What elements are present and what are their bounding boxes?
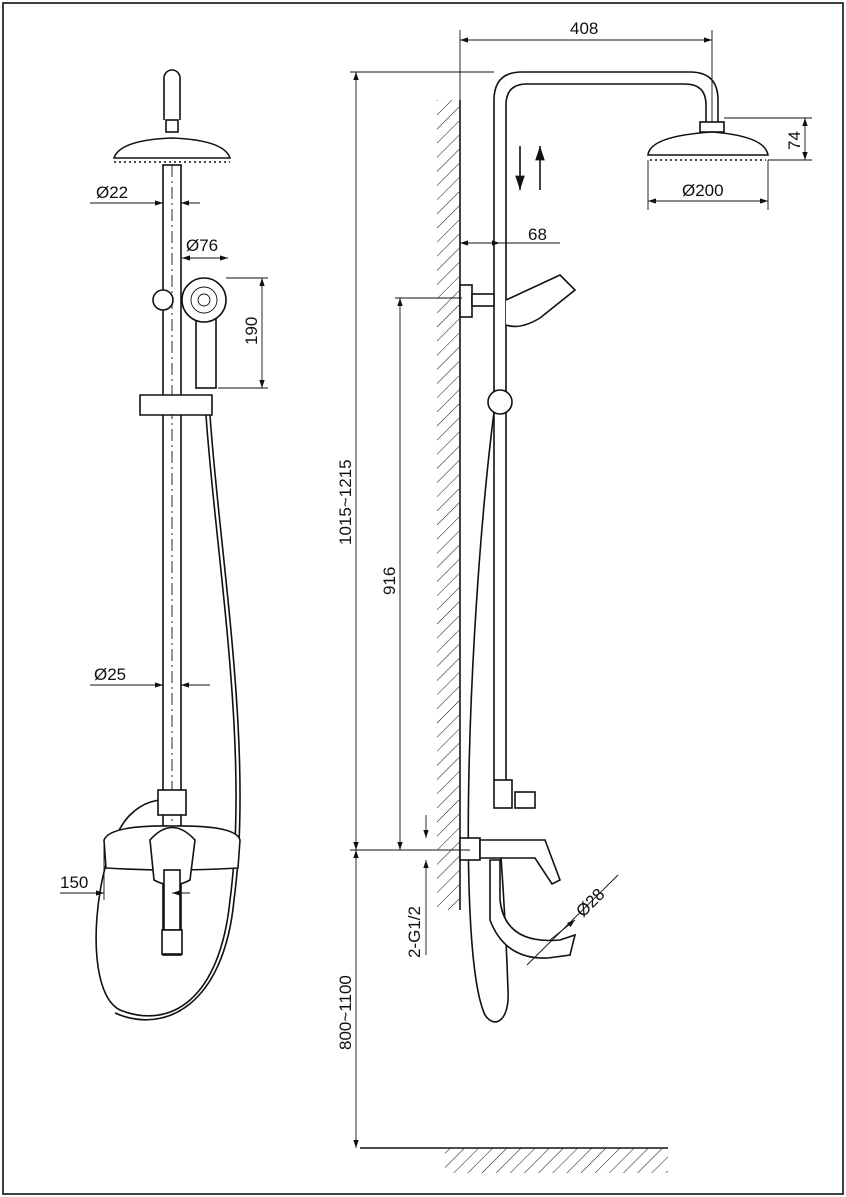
rain-head-front bbox=[112, 137, 232, 159]
dim-total-height: 1015~1215 bbox=[336, 459, 355, 545]
mixer-handle-front bbox=[149, 826, 196, 886]
hand-shower-head bbox=[181, 277, 227, 323]
hand-shower-side bbox=[505, 274, 577, 328]
dim-mount-height: 800~1100 bbox=[336, 975, 355, 1050]
diverter-side bbox=[493, 779, 513, 809]
slider-side bbox=[487, 389, 513, 415]
wall-flange bbox=[459, 837, 481, 861]
mixer-side bbox=[479, 839, 562, 886]
side-view: 408 74 Ø200 68 1015~1215 800~1100 916 2-… bbox=[336, 19, 812, 1173]
front-view: Ø22 Ø76 190 Ø25 150 bbox=[60, 69, 268, 1021]
diverter-front bbox=[157, 789, 187, 816]
dim-arm-reach: 408 bbox=[570, 19, 598, 38]
slider-bracket bbox=[139, 394, 213, 416]
dim-head-diameter: Ø200 bbox=[682, 181, 724, 200]
hose-side bbox=[467, 411, 509, 1023]
wall-bracket-side bbox=[459, 284, 473, 318]
dim-wall-offset: 68 bbox=[528, 225, 547, 244]
top-pipe-stub bbox=[163, 69, 181, 120]
wall-bracket-front bbox=[152, 289, 174, 311]
shower-arm-outer bbox=[493, 71, 719, 780]
dim-hand-shower-length: 190 bbox=[242, 317, 261, 345]
hose-front bbox=[95, 414, 237, 1017]
wall-hatch bbox=[437, 100, 459, 910]
dim-pipe-bottom-diameter: Ø25 bbox=[94, 665, 126, 684]
dim-pipe-top-diameter: Ø22 bbox=[96, 183, 128, 202]
dim-mixer-offset: 150 bbox=[60, 873, 88, 892]
head-connector bbox=[165, 119, 179, 133]
dim-hand-shower-diameter: Ø76 bbox=[186, 236, 218, 255]
floor-hatch bbox=[445, 1148, 668, 1173]
dim-holder-height: 916 bbox=[380, 567, 399, 595]
spout-side bbox=[489, 859, 577, 959]
dim-inlet-connection: 2-G1/2 bbox=[405, 906, 424, 958]
rain-head-side bbox=[647, 131, 769, 156]
dim-head-height: 74 bbox=[785, 131, 804, 150]
spout-front bbox=[163, 869, 181, 931]
